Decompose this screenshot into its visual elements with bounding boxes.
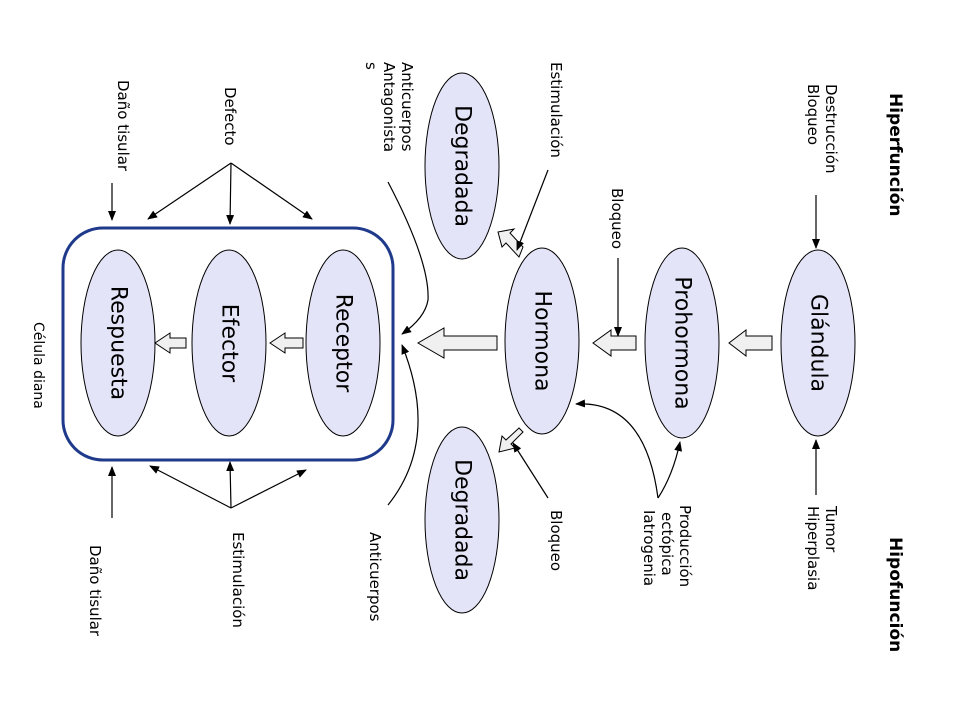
tumor-label: Tumor bbox=[822, 505, 840, 553]
arrow-anticuerpos-top-cell bbox=[387, 181, 429, 335]
arrow-defecto-efector bbox=[226, 162, 235, 225]
glandula-label: Glándula bbox=[806, 294, 831, 392]
efector-node bbox=[191, 249, 267, 437]
degradada-top-node bbox=[424, 72, 500, 260]
block-arrow-hormona-cell bbox=[416, 327, 498, 359]
anticuerpos-3-label: s bbox=[362, 62, 380, 70]
defecto-label: Defecto bbox=[221, 87, 239, 146]
celula-diana-label: Célula diana bbox=[30, 322, 46, 409]
respuesta-label: Respuesta bbox=[106, 286, 131, 400]
hiperplasia-label: Hiperplasia bbox=[804, 506, 822, 590]
efector-label: Efector bbox=[217, 304, 242, 383]
receptor-label: Receptor bbox=[331, 294, 356, 394]
arrow-defecto-respuesta bbox=[147, 162, 232, 220]
hipofuncion-label: Hipofunción bbox=[885, 537, 905, 652]
anticuerpos-1-label: Anticuerpos bbox=[398, 62, 416, 152]
bloqueo-hormona-label: Bloqueo bbox=[547, 510, 565, 571]
arrow-estimulacion-efector bbox=[226, 461, 235, 509]
glandula-node bbox=[780, 249, 856, 437]
hormona-label: Hormona bbox=[530, 291, 555, 392]
block-arrow-hormona-degradada-bottom bbox=[498, 427, 524, 453]
bloqueo-pro-label: Bloqueo bbox=[608, 188, 626, 249]
receptor-node bbox=[305, 249, 381, 437]
arrow-estimulacion-respuesta bbox=[149, 465, 232, 509]
hiperfuncion-label: Hiperfunción bbox=[885, 93, 905, 216]
prohormona-label: Prohormona bbox=[670, 276, 695, 409]
block-arrow-glandula-prohormona bbox=[728, 328, 773, 358]
arrow-produccion-hormona bbox=[575, 399, 659, 499]
degradada-top-label: Degradada bbox=[450, 105, 475, 227]
hormona-node bbox=[504, 247, 580, 435]
arrow-bloqueo-hormona bbox=[512, 442, 549, 499]
produccion-label: Producción bbox=[676, 505, 694, 587]
estimulacion-top-label: Estimulación bbox=[547, 62, 565, 158]
iatrogenia-label: Iatrogenia bbox=[640, 510, 658, 586]
arrow-produccion-prohormona bbox=[657, 441, 683, 499]
dano-top-label: Daño tisular bbox=[114, 80, 132, 172]
dano-bottom-label: Daño tisular bbox=[86, 545, 104, 637]
arrow-estimulacion-receptor bbox=[230, 469, 307, 509]
arrow-estimulacion-hormona bbox=[516, 169, 549, 251]
degradada-bottom-node bbox=[424, 426, 500, 614]
prohormona-node bbox=[644, 247, 720, 439]
anticuerpos-bottom-label: Anticuerpos bbox=[366, 532, 384, 622]
block-arrow-prohormona-hormona bbox=[592, 329, 637, 357]
destruccion-label: Destrucción bbox=[822, 84, 840, 174]
block-arrow-receptor-efector bbox=[269, 332, 304, 354]
target-cell-container bbox=[61, 226, 395, 462]
anticuerpos-2-label: Antagonista bbox=[380, 62, 398, 152]
degradada-bottom-label: Degradada bbox=[450, 459, 475, 581]
arrow-defecto-receptor bbox=[230, 162, 313, 220]
arrow-anticuerpos-bottom-cell bbox=[387, 344, 419, 506]
ectopica-label: ectópica bbox=[658, 512, 676, 576]
bloqueo-gland-label: Bloqueo bbox=[804, 84, 822, 145]
block-arrow-efector-respuesta bbox=[154, 332, 187, 354]
estimulacion-bottom-label: Estimulación bbox=[229, 532, 247, 628]
